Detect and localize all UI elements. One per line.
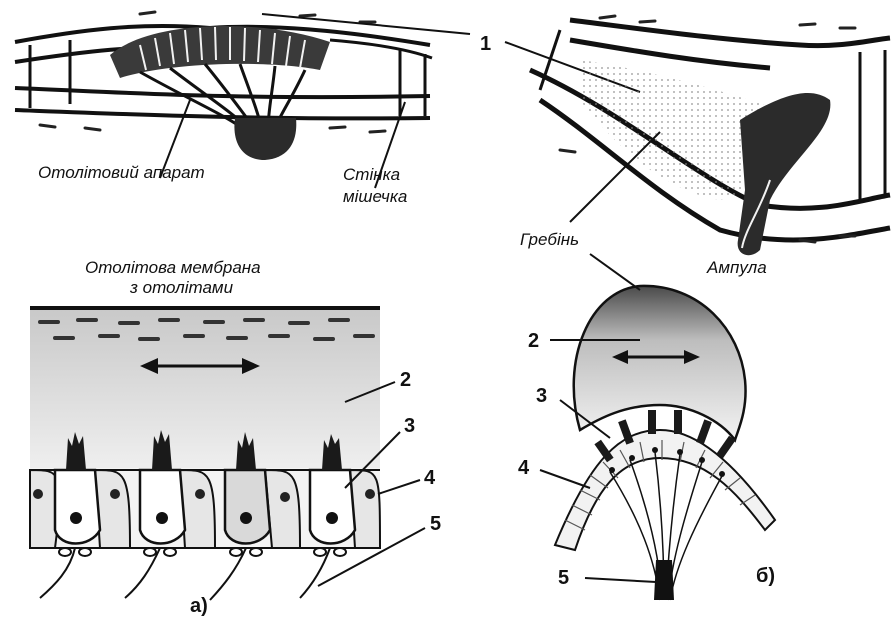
macula-detail-drawing: [30, 308, 425, 600]
callout-a-2: 2: [400, 369, 411, 391]
panel-label-a: а): [190, 595, 208, 617]
label-otolith-membrane-line2: з отолітами: [129, 278, 234, 297]
label-otolith-apparatus: Отолітовий апарат: [38, 163, 205, 182]
label-ampulla: Ампула: [706, 258, 767, 277]
leader-1-left: [262, 14, 470, 34]
panel-label-b: б): [756, 565, 775, 587]
callout-1: 1: [480, 33, 491, 55]
callout-b-2: 2: [528, 330, 539, 352]
callout-b-3: 3: [536, 385, 547, 407]
callout-a-3: 3: [404, 415, 415, 437]
label-sac-wall-line1: Стінка: [343, 165, 400, 184]
label-crest: Гребінь: [520, 230, 579, 249]
macula-drawing: [15, 12, 432, 188]
label-otolith-membrane-line1: Отолітова мембрана: [85, 258, 261, 277]
callout-a-5: 5: [430, 513, 441, 535]
crista-drawing: [540, 254, 775, 600]
callout-a-4: 4: [424, 467, 436, 489]
callout-b-4: 4: [518, 457, 530, 479]
ampulla-drawing: [530, 16, 890, 255]
label-sac-wall-line2: мішечка: [343, 187, 407, 206]
callout-b-5: 5: [558, 567, 569, 589]
